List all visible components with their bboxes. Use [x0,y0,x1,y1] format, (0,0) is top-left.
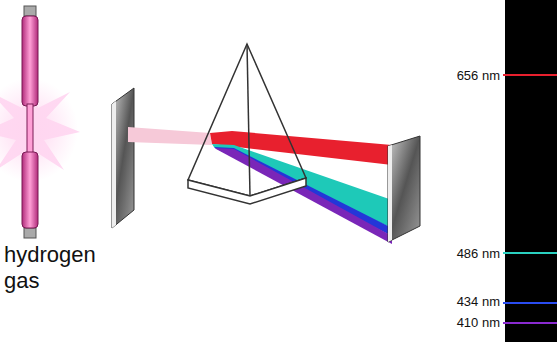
screen-plate [388,136,420,242]
slit-plate [112,88,134,228]
light-beam [128,127,212,145]
glow-burst [0,72,80,188]
wavelength-label: 434 nm [457,294,500,309]
gas-label: hydrogen gas [4,242,108,294]
wavelength-label: 656 nm [457,68,500,83]
spectrum-panel [505,0,557,342]
gas-tube [22,6,38,238]
prism [188,44,306,204]
wavelength-label: 486 nm [457,246,500,261]
spectral-lines [503,75,557,323]
wavelength-label: 410 nm [457,315,500,330]
